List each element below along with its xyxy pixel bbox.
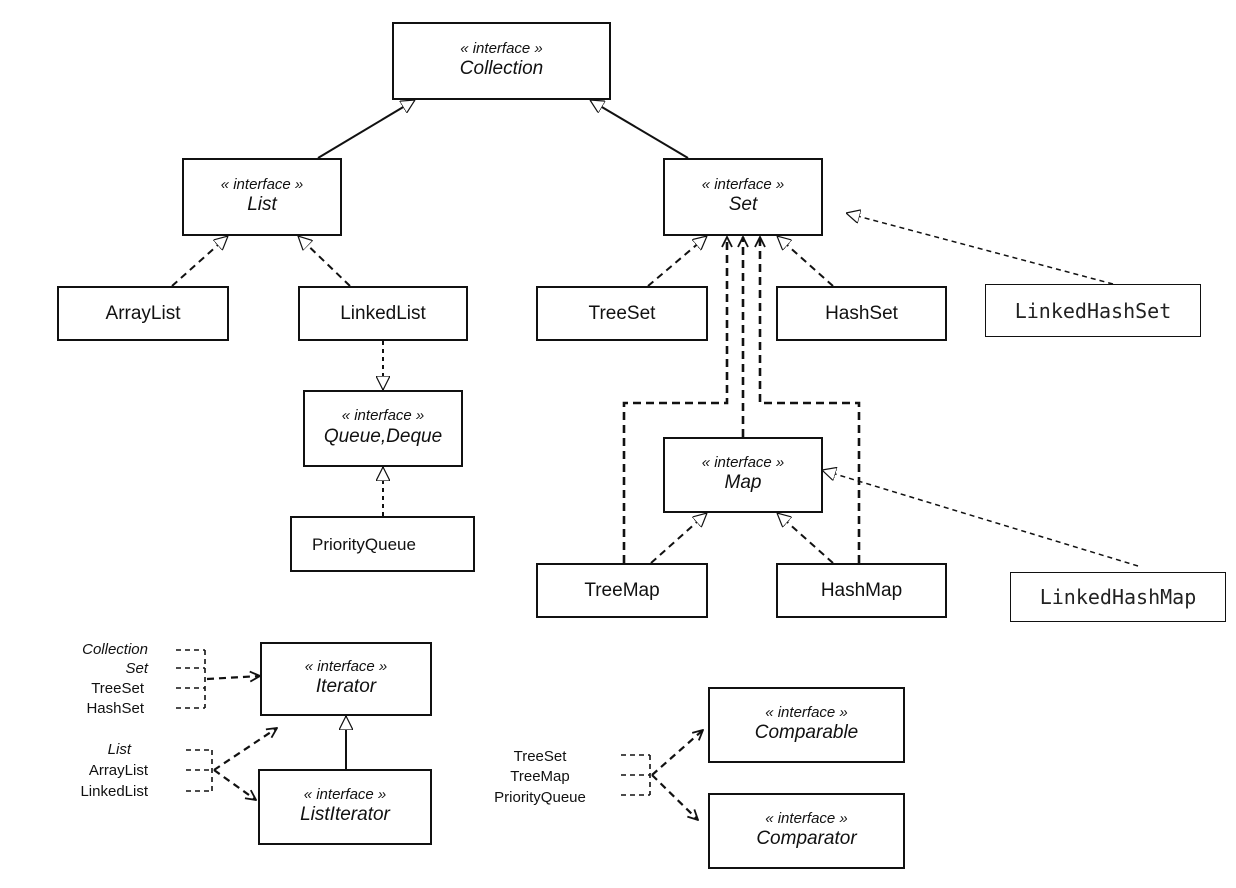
treemap-class: TreeMap: [536, 563, 708, 618]
list-stereotype: « interface »: [220, 175, 304, 193]
iterator-name: Iterator: [315, 676, 377, 698]
set-stereotype: « interface »: [701, 175, 785, 193]
listiterator-source-linkedlist: LinkedList: [80, 783, 148, 800]
iterator-interface: « interface » Iterator: [260, 642, 432, 716]
listiterator-source-arraylist: ArrayList: [88, 762, 148, 779]
comparison-source-treeset: TreeSet: [513, 748, 567, 765]
lists-use-iterator: [213, 728, 277, 771]
comparable-interface: « interface » Comparable: [708, 687, 905, 763]
linkedlist-implements-list: [298, 236, 351, 287]
set-extends-collection: [590, 99, 689, 159]
list-name: List: [247, 194, 277, 216]
map-stereotype: « interface »: [701, 453, 785, 471]
listiterator-interface: « interface » ListIterator: [258, 769, 432, 845]
linkedhashset-name: LinkedHashSet: [1014, 298, 1172, 323]
treemap-depends-set: [622, 237, 727, 563]
collections-use-iterator: [206, 676, 260, 679]
priorityqueue-name: PriorityQueue: [312, 534, 416, 554]
comparator-interface: « interface » Comparator: [708, 793, 905, 869]
comparison-source-treemap: TreeMap: [510, 768, 570, 785]
listiterator-stereotype: « interface »: [303, 785, 387, 803]
hashset-name: HashSet: [825, 303, 898, 324]
comparator-name: Comparator: [756, 828, 857, 850]
arraylist-class: ArrayList: [57, 286, 229, 341]
lists-use-listiterator: [213, 769, 256, 800]
arraylist-name: ArrayList: [105, 303, 181, 324]
linkedhashset-class: LinkedHashSet: [985, 284, 1201, 337]
linkedhashset-implements-set: [846, 213, 1114, 285]
comparable-name: Comparable: [754, 722, 859, 744]
comparator-stereotype: « interface »: [765, 809, 848, 827]
hashmap-name: HashMap: [820, 580, 903, 601]
hashmap-implements-map: [777, 513, 834, 564]
comparison-source-priorityqueue: PriorityQueue: [494, 789, 586, 806]
queue-name: Queue,Deque: [323, 425, 443, 447]
treemap-implements-map: [650, 513, 707, 564]
hashmap-class: HashMap: [776, 563, 947, 618]
listiterator-source-list: List: [107, 741, 131, 758]
treeset-name: TreeSet: [588, 303, 656, 324]
sorted-use-comparable: [651, 730, 703, 776]
set-interface: « interface » Set: [663, 158, 823, 236]
map-interface: « interface » Map: [663, 437, 823, 513]
treemap-name: TreeMap: [584, 580, 660, 601]
iterator-source-treeset: TreeSet: [91, 680, 144, 697]
iterator-source-set: Set: [125, 660, 148, 677]
queue-stereotype: « interface »: [341, 407, 425, 425]
hashmap-depends-set: [760, 237, 861, 563]
collection-name: Collection: [459, 58, 544, 80]
iterator-stereotype: « interface »: [304, 657, 388, 675]
treeset-implements-set: [647, 236, 707, 287]
linkedhashmap-name: LinkedHashMap: [1039, 585, 1197, 609]
list-extends-collection: [317, 99, 415, 159]
linkedlist-class: LinkedList: [298, 286, 468, 341]
arraylist-implements-list: [171, 236, 228, 287]
list-iterator-sources-bracket: [186, 749, 213, 792]
linkedhashmap-implements-map: [822, 470, 1139, 567]
comparable-stereotype: « interface »: [765, 703, 848, 721]
iterator-source-hashset: HashSet: [86, 700, 144, 717]
set-name: Set: [728, 194, 758, 216]
list-interface: « interface » List: [182, 158, 342, 236]
linkedhashmap-class: LinkedHashMap: [1010, 572, 1226, 622]
hashset-class: HashSet: [776, 286, 947, 341]
collection-interface: « interface » Collection: [392, 22, 611, 100]
hashset-implements-set: [777, 236, 834, 287]
collection-stereotype: « interface »: [460, 39, 543, 57]
sorted-use-comparator: [651, 774, 698, 820]
comparison-sources-bracket: [621, 754, 651, 796]
queue-deque-interface: « interface » Queue,Deque: [303, 390, 463, 467]
linkedlist-name: LinkedList: [340, 303, 426, 324]
treeset-class: TreeSet: [536, 286, 708, 341]
map-name: Map: [724, 472, 762, 494]
listiterator-name: ListIterator: [300, 804, 390, 826]
priorityqueue-class: PriorityQueue: [290, 516, 475, 572]
iterator-source-collection: Collection: [82, 641, 148, 658]
iterator-sources-bracket: [176, 649, 206, 709]
